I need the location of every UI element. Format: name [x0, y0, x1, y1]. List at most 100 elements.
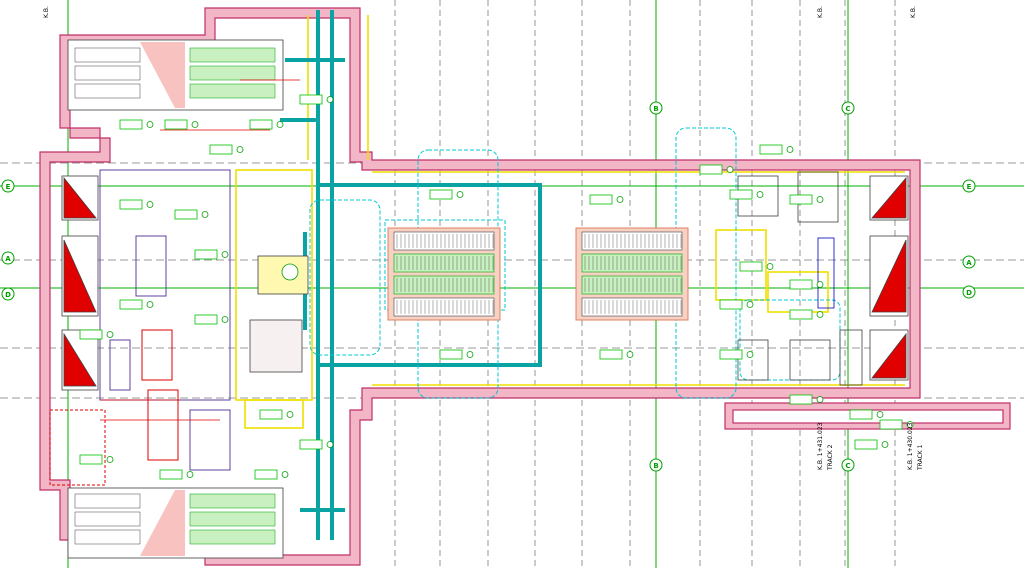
equipment-tag: [119, 199, 143, 210]
grid-bubble-left-1: A: [5, 255, 11, 263]
equipment-marker: [746, 351, 754, 358]
equipment-marker: [326, 441, 334, 448]
equipment-marker: [466, 351, 474, 358]
edge-label-top-right: K.B.: [910, 6, 917, 18]
equipment-marker: [876, 411, 884, 418]
grid-bubble-bottom-0: B: [653, 462, 658, 470]
equipment-tag: [159, 469, 183, 480]
grid-bubble-right-2: D: [966, 289, 972, 297]
equipment-marker: [276, 121, 284, 128]
left-stairs: [61, 175, 99, 391]
equipment-marker: [221, 251, 229, 258]
equipment-tag: [589, 194, 613, 205]
grid-bubbles-right: E A D: [962, 179, 976, 299]
central-escalator-right: [575, 227, 689, 321]
equipment-tag: [79, 454, 103, 465]
grid-bubble-left-2: D: [5, 291, 11, 299]
bottom-entrance-escalator: [67, 487, 284, 559]
equipment-tag: [439, 349, 463, 360]
equipment-tag: [194, 249, 218, 260]
equipment-marker: [201, 211, 209, 218]
equipment-tag: [174, 209, 198, 220]
equipment-tag: [429, 189, 453, 200]
equipment-tag: [209, 144, 233, 155]
grid-bubble-left-0: E: [6, 183, 11, 191]
equipment-marker: [746, 301, 754, 308]
equipment-marker: [146, 201, 154, 208]
equipment-tag: [789, 279, 813, 290]
grid-bubble-bottom-1: C: [845, 462, 850, 470]
equipment-tag: [789, 394, 813, 405]
grid-bubbles-left: E A D: [1, 179, 15, 301]
equipment-marker: [816, 196, 824, 203]
chainage-track1: K.B. 1+430.023: [907, 422, 914, 470]
equipment-marker: [881, 441, 889, 448]
equipment-tag: [739, 261, 763, 272]
equipment-tag: [729, 189, 753, 200]
equipment-tag: [599, 349, 623, 360]
equipment-tags: [79, 94, 914, 480]
chainage-track2: K.B. 1+431.023: [817, 422, 824, 470]
equipment-marker: [756, 191, 764, 198]
equipment-tag: [759, 144, 783, 155]
track1-label: TRACK 1: [917, 444, 924, 471]
equipment-tag: [254, 469, 278, 480]
grid-bubbles-bottom: B C: [649, 458, 855, 472]
grid-bubble-top-1: C: [845, 105, 850, 113]
equipment-marker: [626, 351, 634, 358]
equipment-marker: [456, 191, 464, 198]
equipment-marker: [816, 396, 824, 403]
equipment-tag: [719, 349, 743, 360]
equipment-marker: [106, 331, 114, 338]
equipment-marker: [281, 471, 289, 478]
equipment-marker: [286, 411, 294, 418]
equipment-marker: [726, 166, 734, 173]
equipment-marker: [616, 196, 624, 203]
equipment-marker: [906, 421, 914, 428]
equipment-tag: [699, 164, 723, 175]
equipment-tag: [849, 409, 873, 420]
equipment-tag: [249, 119, 273, 130]
equipment-tag: [299, 94, 323, 105]
equipment-marker: [191, 121, 199, 128]
right-stairs: [869, 175, 909, 381]
grid-bubble-top-0: B: [653, 105, 658, 113]
track2-label: TRACK 2: [827, 444, 834, 471]
central-core: [249, 255, 309, 373]
grid-bubble-right-0: E: [967, 183, 972, 191]
equipment-tag: [789, 194, 813, 205]
equipment-marker: [766, 263, 774, 270]
equipment-tag: [119, 119, 143, 130]
equipment-tag: [299, 439, 323, 450]
equipment-tag: [789, 309, 813, 320]
equipment-tag: [164, 119, 188, 130]
equipment-marker: [146, 301, 154, 308]
equipment-marker: [236, 146, 244, 153]
right-rooms: [737, 171, 863, 386]
equipment-marker: [326, 96, 334, 103]
left-rooms: [49, 169, 231, 486]
equipment-marker: [816, 281, 824, 288]
equipment-tag: [259, 409, 283, 420]
equipment-marker: [786, 146, 794, 153]
hvac-leaders: [100, 79, 300, 421]
equipment-tag: [194, 314, 218, 325]
chainage-labels: K.B. 1+431.023 TRACK 2 K.B. 1+430.023 TR…: [43, 6, 924, 471]
equipment-marker: [186, 471, 194, 478]
edge-label-top-mid: K.B.: [817, 6, 824, 18]
equipment-tag: [119, 299, 143, 310]
grid-bubble-right-1: A: [966, 259, 972, 267]
equipment-tag: [719, 299, 743, 310]
equipment-tag: [854, 439, 878, 450]
top-entrance-escalator: [67, 39, 284, 111]
equipment-marker: [106, 456, 114, 463]
escalator-steps: [396, 234, 682, 314]
equipment-marker: [816, 311, 824, 318]
grid-bubbles-top: B C: [649, 101, 855, 115]
equipment-tag: [79, 329, 103, 340]
equipment-marker: [146, 121, 154, 128]
edge-label-top-left: K.B.: [43, 6, 50, 18]
equipment-tag: [879, 419, 903, 430]
equipment-marker: [221, 316, 229, 323]
